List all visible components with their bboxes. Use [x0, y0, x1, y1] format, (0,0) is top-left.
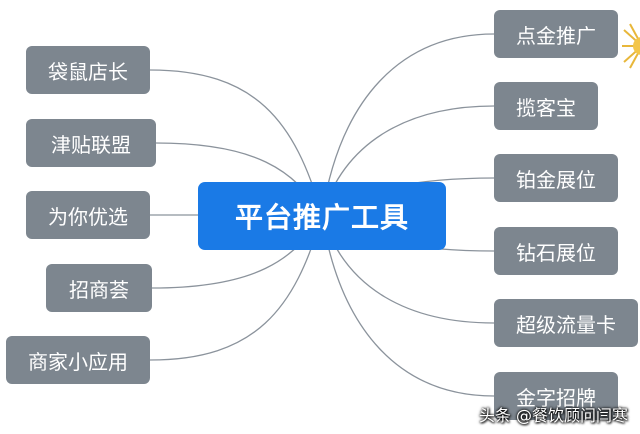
connector-right-6: [321, 214, 495, 397]
right-node-6[interactable]: 金字招牌: [494, 372, 618, 420]
left-node-4[interactable]: 招商荟: [46, 264, 152, 312]
left-node-3[interactable]: 为你优选: [26, 191, 150, 239]
right-node-3[interactable]: 铂金展位: [494, 154, 618, 202]
left-node-2[interactable]: 津贴联盟: [26, 119, 156, 167]
right-node-1[interactable]: 点金推广: [494, 10, 618, 58]
sun-burst-icon: [622, 23, 640, 69]
left-node-1[interactable]: 袋鼠店长: [26, 46, 150, 94]
watermark: 头条 @餐饮顾问闫寒: [478, 406, 628, 425]
connector-right-1: [321, 33, 495, 216]
right-node-2[interactable]: 揽客宝: [494, 82, 598, 130]
left-node-5[interactable]: 商家小应用: [6, 336, 150, 384]
right-node-5[interactable]: 超级流量卡: [494, 299, 638, 347]
right-node-4[interactable]: 钻石展位: [494, 227, 618, 275]
center-node[interactable]: 平台推广工具: [198, 182, 446, 250]
connector-left-1: [149, 69, 323, 216]
